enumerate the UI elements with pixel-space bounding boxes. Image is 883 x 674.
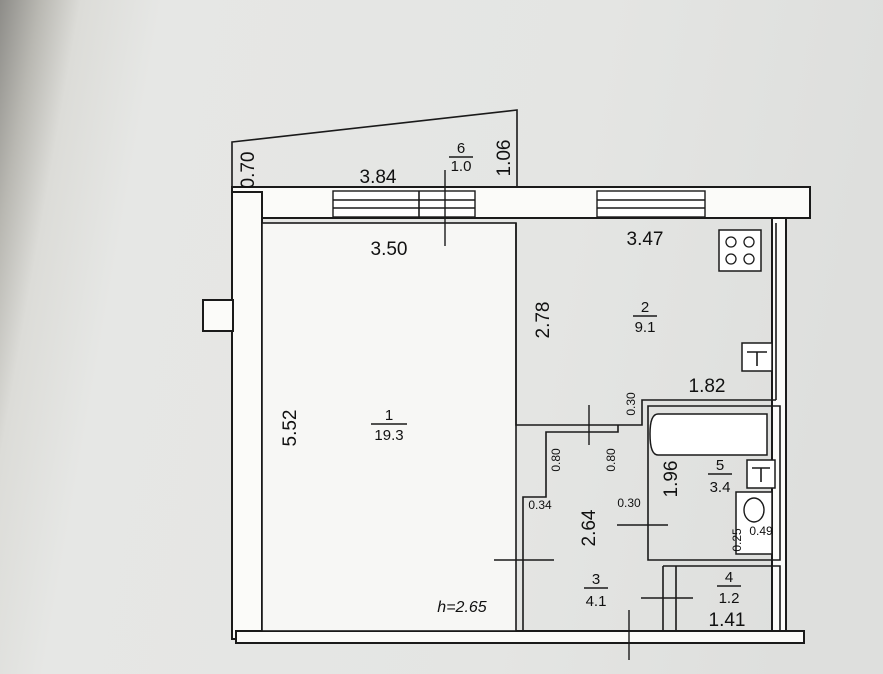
window-left — [332, 190, 476, 218]
dim-small-034: 0.34 — [528, 498, 552, 512]
svg-text:5: 5 — [716, 457, 724, 474]
svg-text:19.3: 19.3 — [374, 427, 403, 444]
wall-notch — [202, 299, 234, 332]
room-1-floor — [261, 222, 517, 632]
dim-room2-depth: 2.78 — [533, 302, 554, 339]
bathtub-icon — [649, 413, 768, 456]
room-1-label: 1 19.3 — [371, 407, 407, 444]
svg-text:4.1: 4.1 — [586, 593, 607, 610]
bathroom-sink-icon — [746, 459, 776, 489]
dim-hall-length: 2.64 — [579, 509, 600, 546]
svg-text:3.4: 3.4 — [710, 479, 731, 496]
bottom-wall — [235, 630, 805, 644]
stove-icon — [718, 229, 762, 272]
ceiling-height: h=2.65 — [437, 599, 486, 616]
room-6-label: 6 1.0 — [449, 140, 473, 175]
door-marks — [444, 170, 693, 660]
dim-small-025: 0.25 — [730, 528, 744, 552]
svg-text:9.1: 9.1 — [635, 319, 656, 336]
bathroom-outline — [647, 405, 781, 561]
dim-room1-length: 5.52 — [280, 410, 301, 447]
room-4-label: 4 1.2 — [717, 569, 741, 607]
svg-text:3: 3 — [592, 571, 600, 588]
washbasin-icon — [735, 491, 773, 555]
dim-balcony-length: 3.84 — [360, 167, 397, 188]
svg-text:6: 6 — [457, 140, 465, 157]
right-wall — [771, 217, 787, 639]
dim-small-030b: 0.30 — [617, 496, 641, 510]
svg-text:1.2: 1.2 — [719, 590, 740, 607]
svg-text:1: 1 — [385, 407, 393, 424]
dim-room2-width: 3.47 — [627, 229, 664, 250]
svg-text:1.0: 1.0 — [451, 158, 472, 175]
hall-outline — [522, 425, 619, 631]
dim-small-049: 0.49 — [749, 524, 773, 538]
svg-text:2: 2 — [641, 299, 649, 316]
dim-bath-width: 1.82 — [689, 376, 726, 397]
dim-balcony-depth: 0.70 — [238, 152, 259, 189]
dim-room1-width: 3.50 — [371, 239, 408, 260]
room-3-label: 3 4.1 — [584, 571, 608, 610]
dim-wc-width: 1.41 — [709, 610, 746, 631]
svg-text:4: 4 — [725, 569, 733, 586]
dim-bath-length: 1.96 — [661, 461, 682, 498]
top-wall — [231, 186, 811, 219]
dim-balcony-edge: 1.06 — [494, 140, 515, 177]
room-5-label: 5 3.4 — [708, 457, 732, 496]
dim-small-080b: 0.80 — [604, 448, 618, 472]
room-2-label: 2 9.1 — [633, 299, 657, 336]
kitchen-sink-icon — [741, 342, 773, 372]
window-right — [596, 190, 706, 218]
left-wall — [231, 191, 263, 640]
dim-small-030a: 0.30 — [624, 392, 638, 416]
partition-room-2 — [515, 223, 776, 426]
dim-small-080a: 0.80 — [549, 448, 563, 472]
